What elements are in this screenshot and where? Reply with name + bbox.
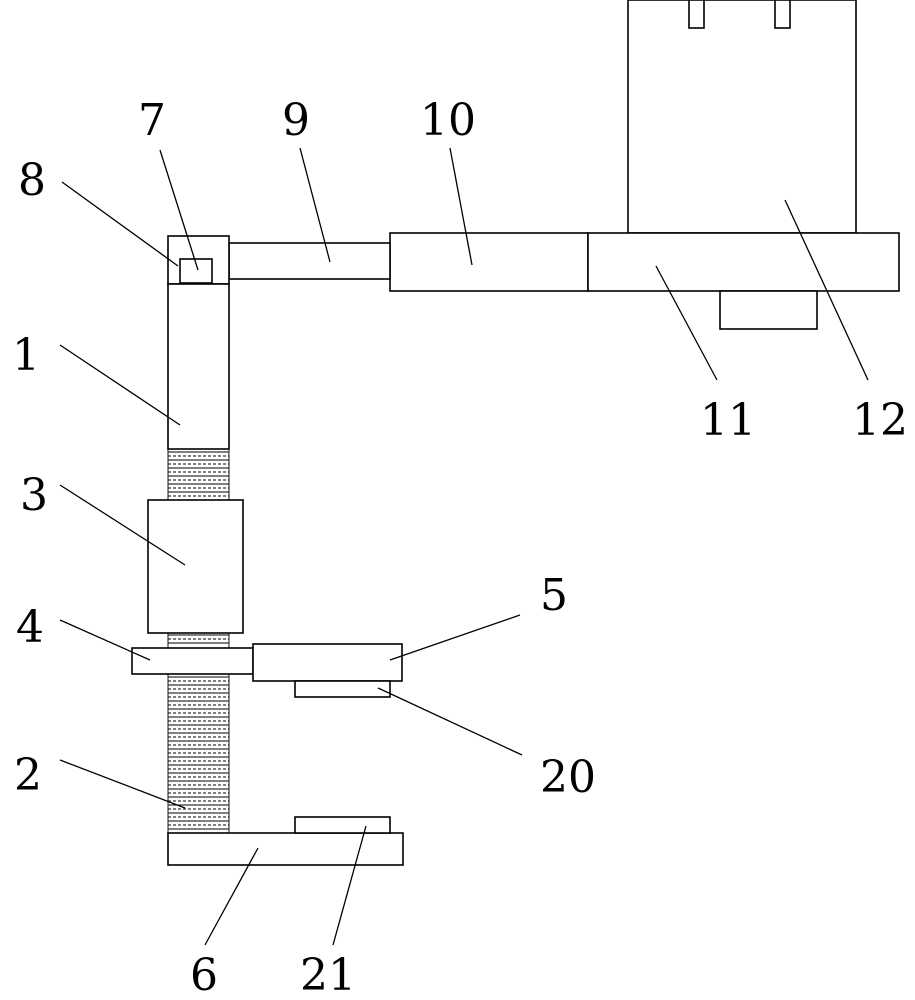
part-11-arm: [587, 232, 900, 292]
leader-3: [59, 484, 186, 566]
leader-9: [299, 147, 331, 263]
label-10: 10: [420, 95, 476, 146]
label-7: 7: [138, 95, 166, 146]
upper-thread: [168, 451, 229, 497]
label-4: 4: [16, 602, 44, 653]
leader-7: [159, 149, 199, 271]
leader-5: [389, 614, 521, 661]
leader-12: [784, 199, 869, 381]
part-2-screw: [168, 676, 229, 830]
label-8: 8: [18, 155, 46, 206]
part-4-plate: [131, 647, 254, 675]
label-20: 20: [540, 752, 596, 803]
leader-8: [61, 181, 179, 267]
part-9-rod: [228, 242, 391, 280]
label-3: 3: [20, 470, 48, 521]
label-12: 12: [852, 395, 908, 446]
label-9: 9: [282, 95, 310, 146]
label-5: 5: [540, 570, 568, 621]
leader-10: [449, 147, 473, 266]
part-10-arm: [389, 232, 589, 292]
label-2: 2: [14, 750, 42, 801]
part-6-base: [167, 832, 404, 866]
part-1-column: [167, 283, 230, 450]
part-11-bracket: [719, 290, 818, 330]
part-21-pad: [294, 816, 391, 834]
part-20-pad: [294, 680, 391, 698]
leader-2: [59, 759, 186, 809]
leader-21: [332, 825, 367, 946]
part-5-jaw: [252, 643, 403, 682]
middle-thread: [168, 634, 229, 644]
label-11: 11: [700, 395, 756, 446]
leader-11: [655, 265, 718, 381]
leader-6: [204, 847, 259, 946]
leader-1: [59, 344, 181, 426]
label-21: 21: [300, 950, 356, 1000]
part-12-box: [627, 0, 857, 234]
part-3-sleeve: [147, 499, 244, 634]
label-1: 1: [12, 330, 40, 381]
leader-4: [59, 619, 151, 661]
leader-20: [377, 687, 523, 756]
label-6: 6: [190, 950, 218, 1000]
